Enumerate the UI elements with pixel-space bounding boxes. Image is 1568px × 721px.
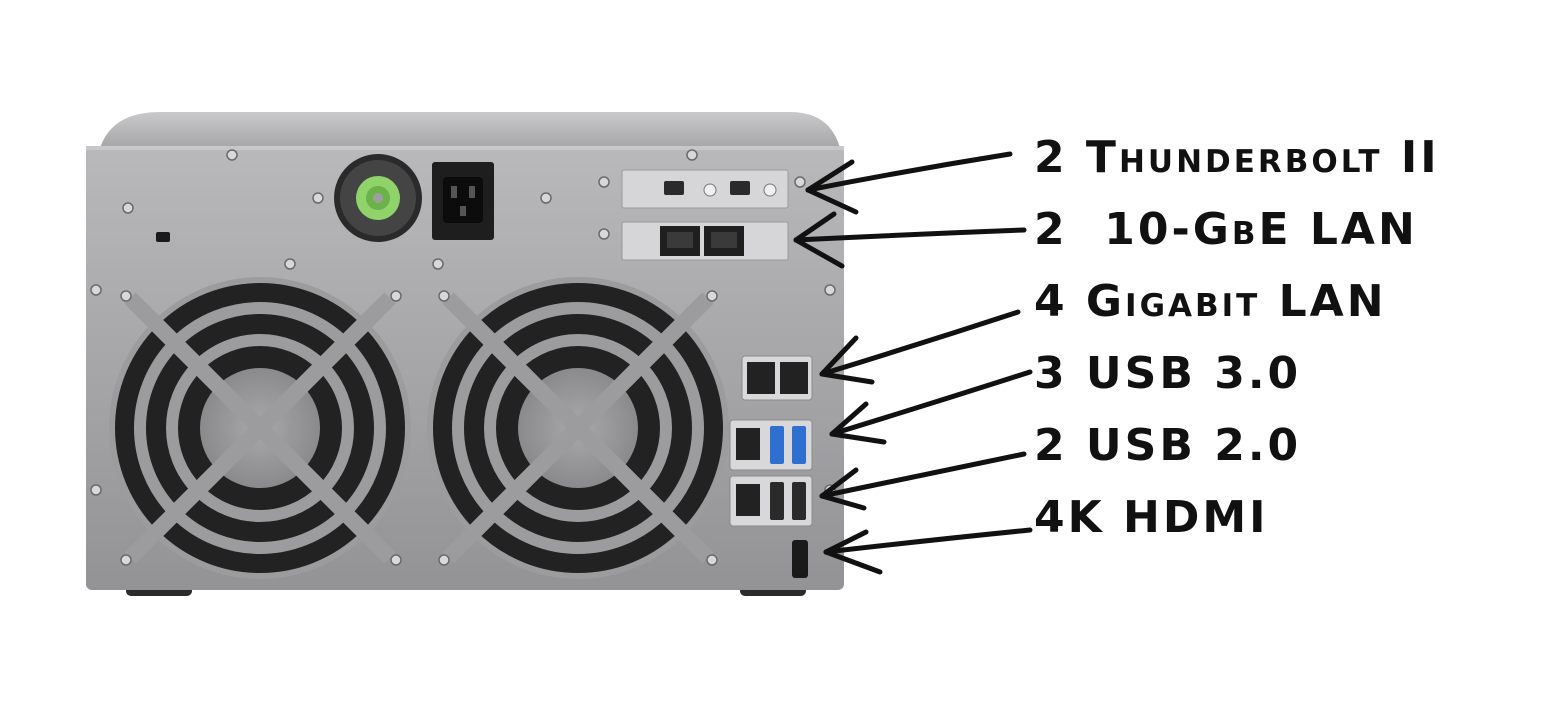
kensington-lock bbox=[156, 232, 170, 242]
arrow-gigabit bbox=[819, 309, 1021, 385]
screws bbox=[90, 149, 836, 566]
psu-fan bbox=[334, 154, 422, 242]
chassis-top bbox=[100, 112, 840, 148]
label-usb2: 2 USB 2.0 bbox=[1034, 420, 1302, 471]
hdmi-port bbox=[792, 540, 808, 578]
ten-gbe-card bbox=[621, 221, 789, 261]
arrow-hdmi bbox=[823, 527, 1033, 575]
arrow-thunderbolt bbox=[805, 151, 1013, 215]
label-ten-gbe-lan: 2 10-GbE LAN bbox=[1034, 204, 1418, 255]
arrow-ten-gbe bbox=[793, 211, 1027, 269]
lan-usb3-block bbox=[729, 419, 813, 471]
gigabit-lan-top bbox=[741, 355, 813, 401]
rear-fan-right bbox=[427, 277, 729, 579]
annotation-arrows bbox=[793, 151, 1033, 575]
label-gigabit-lan: 4 Gigabit LAN bbox=[1034, 276, 1387, 327]
label-thunderbolt: 2 Thunderbolt II bbox=[1034, 132, 1440, 183]
label-usb3: 3 USB 3.0 bbox=[1034, 348, 1302, 399]
arrow-usb2 bbox=[819, 451, 1027, 511]
power-socket bbox=[432, 162, 494, 240]
thunderbolt-card bbox=[621, 169, 789, 209]
label-hdmi: 4K HDMI bbox=[1034, 492, 1269, 543]
lan-usb2-block bbox=[729, 475, 813, 527]
arrow-usb3 bbox=[829, 369, 1033, 445]
rear-fan-left bbox=[109, 277, 411, 579]
